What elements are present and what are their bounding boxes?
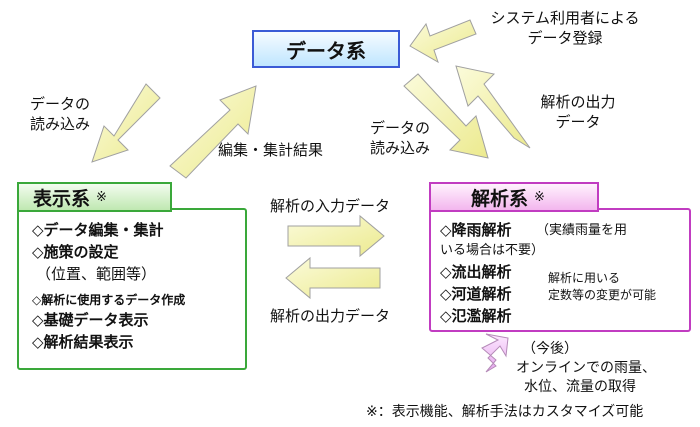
arrow-data-to-analysis: [403, 73, 489, 159]
data-system-title: データ系: [286, 38, 366, 63]
display-system-title: 表示系: [33, 187, 91, 210]
label-line: データ: [555, 113, 601, 131]
label-edit-aggregate: 編集・集計結果: [218, 141, 324, 159]
label-analysis-input: 解析の入力データ: [270, 197, 391, 215]
note-line: （今後）: [522, 341, 578, 357]
label-analysis-output-upper: 解析の出力 データ: [528, 92, 628, 132]
display-system-header: 表示系 ※: [17, 182, 172, 212]
label-line: データの: [30, 95, 91, 113]
user-registration-note: システム利用者による データ登録: [480, 8, 650, 48]
rain-note: （実績雨量を用: [536, 222, 627, 240]
arrow-data-to-display: [91, 83, 161, 163]
display-item: ◇解析結果表示: [32, 333, 134, 351]
analysis-item: ◇氾濫解析: [440, 307, 512, 325]
display-item: ◇施策の設定: [32, 243, 119, 261]
arrow-user-registration: [409, 19, 477, 64]
label-analysis-output: 解析の出力データ: [270, 307, 391, 325]
rain-note-cont: いる場合は不要）: [440, 243, 545, 258]
display-item-subtext: （位置、範囲等）: [36, 265, 157, 283]
analysis-item: ◇流出解析: [440, 263, 512, 281]
data-system-box: データ系: [252, 30, 400, 68]
label-data-read-center: データの 読み込み: [370, 118, 430, 158]
note-line: 水位、流量の取得: [524, 379, 636, 395]
arrow-input-data: [287, 214, 385, 258]
analysis-system-header: 解析系 ※: [429, 182, 599, 212]
label-data-read-left: データの 読み込み: [30, 94, 90, 134]
display-item: ◇データ編集・集計: [32, 221, 164, 239]
label-line: 読み込み: [370, 139, 431, 157]
constants-note-line: 解析に用いる: [548, 271, 621, 285]
analysis-item: ◇降雨解析: [440, 221, 512, 239]
footnote: ※：表示機能、解析手法はカスタマイズ可能: [366, 404, 644, 420]
arrow-analysis-to-data: [455, 65, 531, 149]
label-line: 解析の出力: [540, 93, 616, 111]
note-line: システム利用者による: [490, 9, 640, 27]
note-line: データ登録: [527, 29, 603, 47]
constants-note-line: 定数等の変更が可能: [548, 288, 657, 302]
analysis-item: ◇河道解析: [440, 285, 512, 303]
arrow-output-data: [285, 256, 381, 300]
rain-note-line: （実績雨量を用: [536, 223, 628, 238]
label-line: 読み込み: [30, 115, 91, 133]
arrow-display-to-data: [169, 85, 257, 179]
display-item: ◇基礎データ表示: [32, 311, 149, 329]
arrow-online-acquisition: [481, 333, 509, 373]
customizable-mark: ※: [534, 189, 545, 205]
constants-note: 解析に用いる 定数等の変更が可能: [548, 270, 656, 304]
label-line: データの: [370, 119, 431, 137]
note-line: オンラインでの雨量、: [516, 360, 656, 376]
analysis-system-title: 解析系: [471, 187, 529, 210]
online-acquisition-note: （今後） オンラインでの雨量、 水位、流量の取得: [516, 340, 656, 397]
display-item: ◇解析に使用するデータ作成: [32, 293, 186, 307]
customizable-mark: ※: [96, 189, 107, 205]
